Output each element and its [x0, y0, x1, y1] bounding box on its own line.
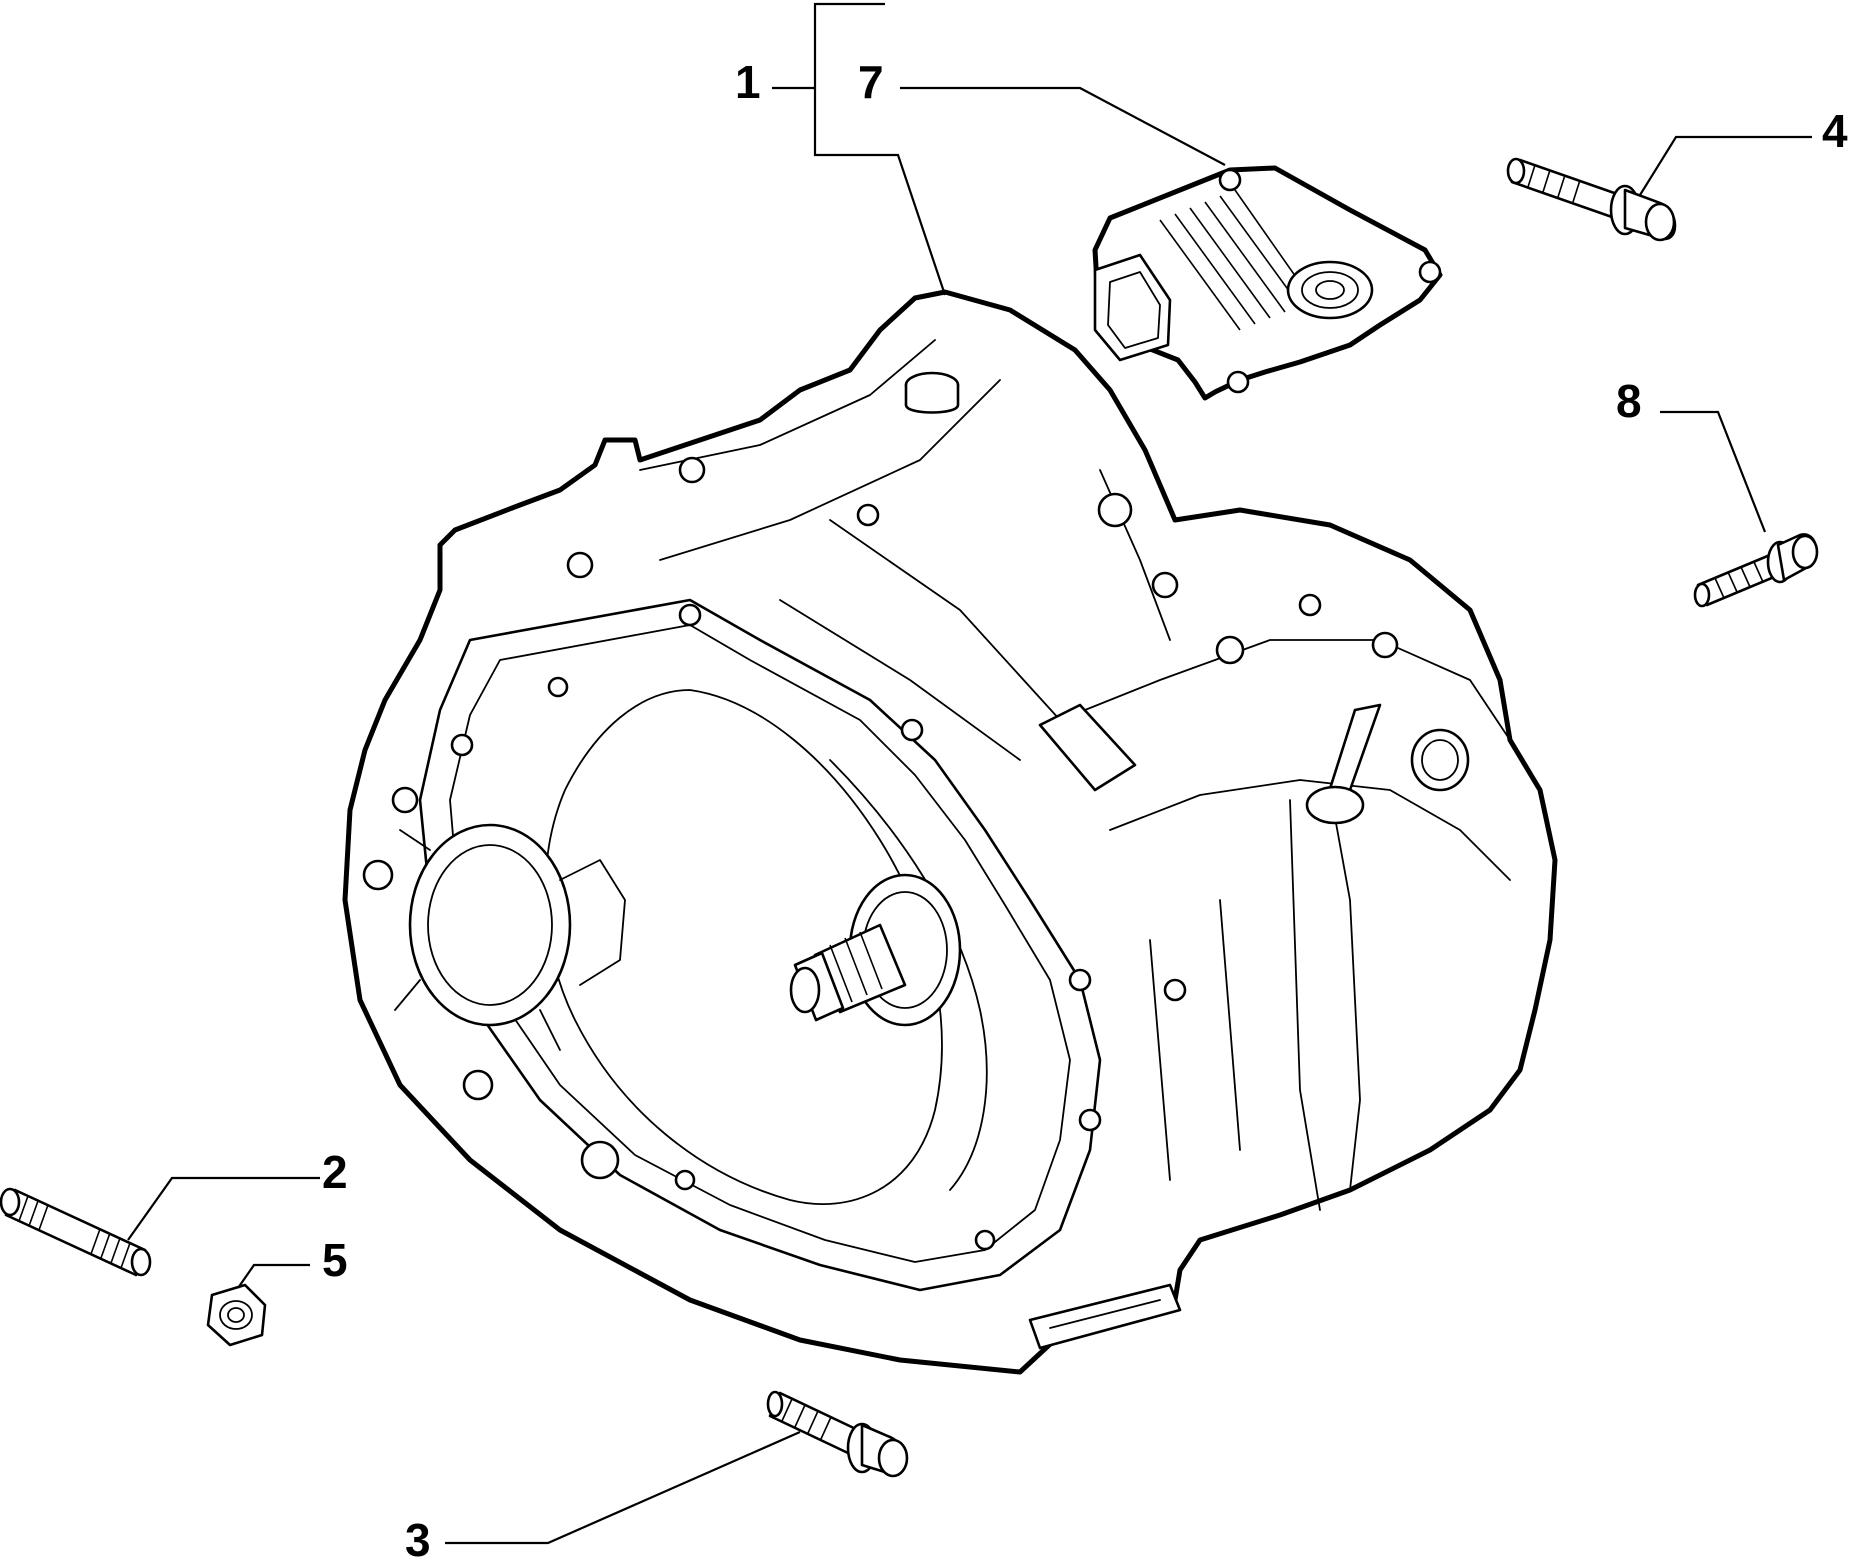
callout-4: 4: [1822, 105, 1848, 157]
filler-cap: [904, 371, 960, 414]
shift-lever: [1305, 703, 1470, 825]
leader-lines: [127, 2, 1812, 1545]
bolt-3[interactable]: [766, 1390, 909, 1478]
callout-8: 8: [1616, 375, 1642, 427]
callout-2: 2: [322, 1146, 348, 1198]
transmission-housing[interactable]: [342, 289, 1558, 1375]
bracket-1: [813, 2, 947, 296]
stud-2[interactable]: [0, 1187, 152, 1277]
bolt-4[interactable]: [1506, 157, 1677, 242]
differential-opening: [362, 786, 626, 1101]
input-shaft: [789, 873, 962, 1027]
gear-position-sensor[interactable]: [1092, 165, 1443, 401]
callout-3: 3: [405, 1514, 431, 1557]
leader-7: [900, 86, 1226, 166]
leader-2: [127, 1176, 320, 1241]
callout-1: 1: [735, 56, 761, 108]
callout-5: 5: [322, 1234, 348, 1286]
leader-8: [1660, 410, 1767, 533]
leader-3: [445, 1430, 801, 1545]
nut-5[interactable]: [206, 1283, 267, 1347]
leader-4: [1639, 135, 1812, 196]
callout-labels: 1 7 4 8 2 5 3: [322, 56, 1848, 1557]
callout-7: 7: [858, 56, 884, 108]
bolt-8[interactable]: [1693, 533, 1819, 608]
leader-5: [237, 1263, 310, 1289]
